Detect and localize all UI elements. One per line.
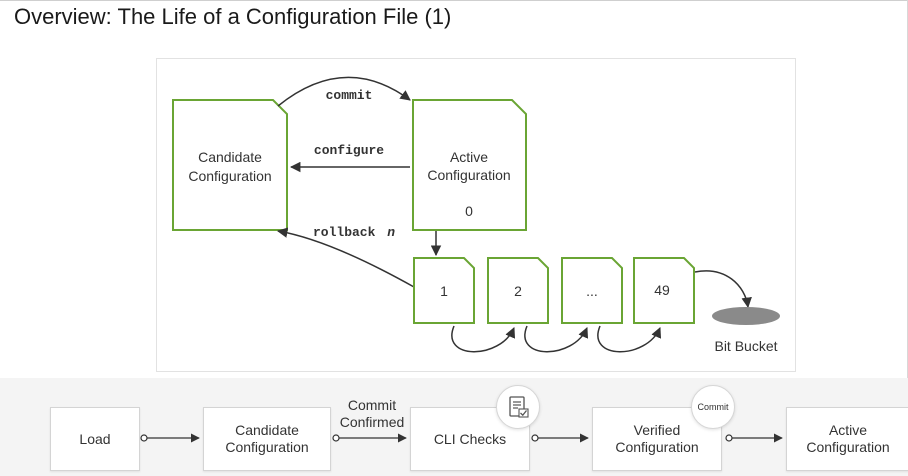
shift-arrow: [451, 325, 516, 353]
rollback-file-label: 2: [514, 283, 522, 299]
active-label-line1: Active: [450, 149, 488, 165]
step-verified-line2: Configuration: [615, 439, 699, 455]
active-label-line2: Configuration: [427, 167, 510, 183]
active-config-doc: Active Configuration 0: [412, 99, 527, 231]
bit-bucket-shape: [712, 307, 780, 325]
step-verified: Verified Configuration: [592, 407, 722, 471]
svg-text:rollback n: rollback n: [313, 225, 395, 240]
candidate-label-line1: Candidate: [198, 149, 262, 165]
commit-confirmed-line2: Confirmed: [339, 414, 405, 430]
step-active: Active Configuration: [786, 407, 908, 471]
commit-command: commit: [326, 88, 373, 103]
rollback-file-label: 49: [654, 282, 670, 298]
shift-arrow: [597, 325, 662, 353]
configure-command: configure: [314, 143, 384, 158]
step-active-line1: Active: [828, 422, 868, 438]
rollback-file-49: 49: [633, 257, 695, 324]
step-load-label: Load: [79, 430, 111, 447]
discard-arrow: [694, 270, 752, 309]
step-verified-line1: Verified: [633, 422, 681, 438]
step-candidate-line2: Configuration: [225, 439, 309, 455]
commit-badge: Commit: [691, 385, 735, 429]
step-load: Load: [50, 407, 140, 471]
rollback-file-label: 1: [440, 283, 448, 299]
rollback-arrow: [276, 227, 415, 288]
checklist-icon: [496, 385, 540, 429]
rollback-argument: n: [387, 225, 395, 240]
step-cli-checks-label: CLI Checks: [433, 430, 507, 447]
bit-bucket-label: Bit Bucket: [714, 338, 777, 354]
rollback-file-label: ...: [586, 283, 598, 299]
active-index: 0: [465, 203, 473, 219]
commit-confirmed-label: Commit Confirmed: [336, 397, 408, 431]
top-rule: [0, 0, 908, 1]
commit-confirmed-line1: Commit: [347, 397, 397, 413]
rollback-command: rollback: [313, 225, 376, 240]
commit-arrow: [277, 76, 411, 107]
slide-title: Overview: The Life of a Configuration Fi…: [14, 4, 452, 29]
rollback-file-ellipsis: ...: [561, 257, 623, 324]
step-candidate-line1: Candidate: [235, 422, 299, 438]
shift-arrow: [524, 325, 589, 353]
rollback-file-2: 2: [487, 257, 549, 324]
commit-badge-label: Commit: [697, 402, 729, 412]
step-active-line2: Configuration: [806, 439, 890, 455]
step-candidate: Candidate Configuration: [203, 407, 331, 471]
candidate-label-line2: Configuration: [188, 168, 271, 184]
rollback-file-1: 1: [413, 257, 475, 324]
candidate-config-doc: Candidate Configuration: [172, 99, 288, 231]
